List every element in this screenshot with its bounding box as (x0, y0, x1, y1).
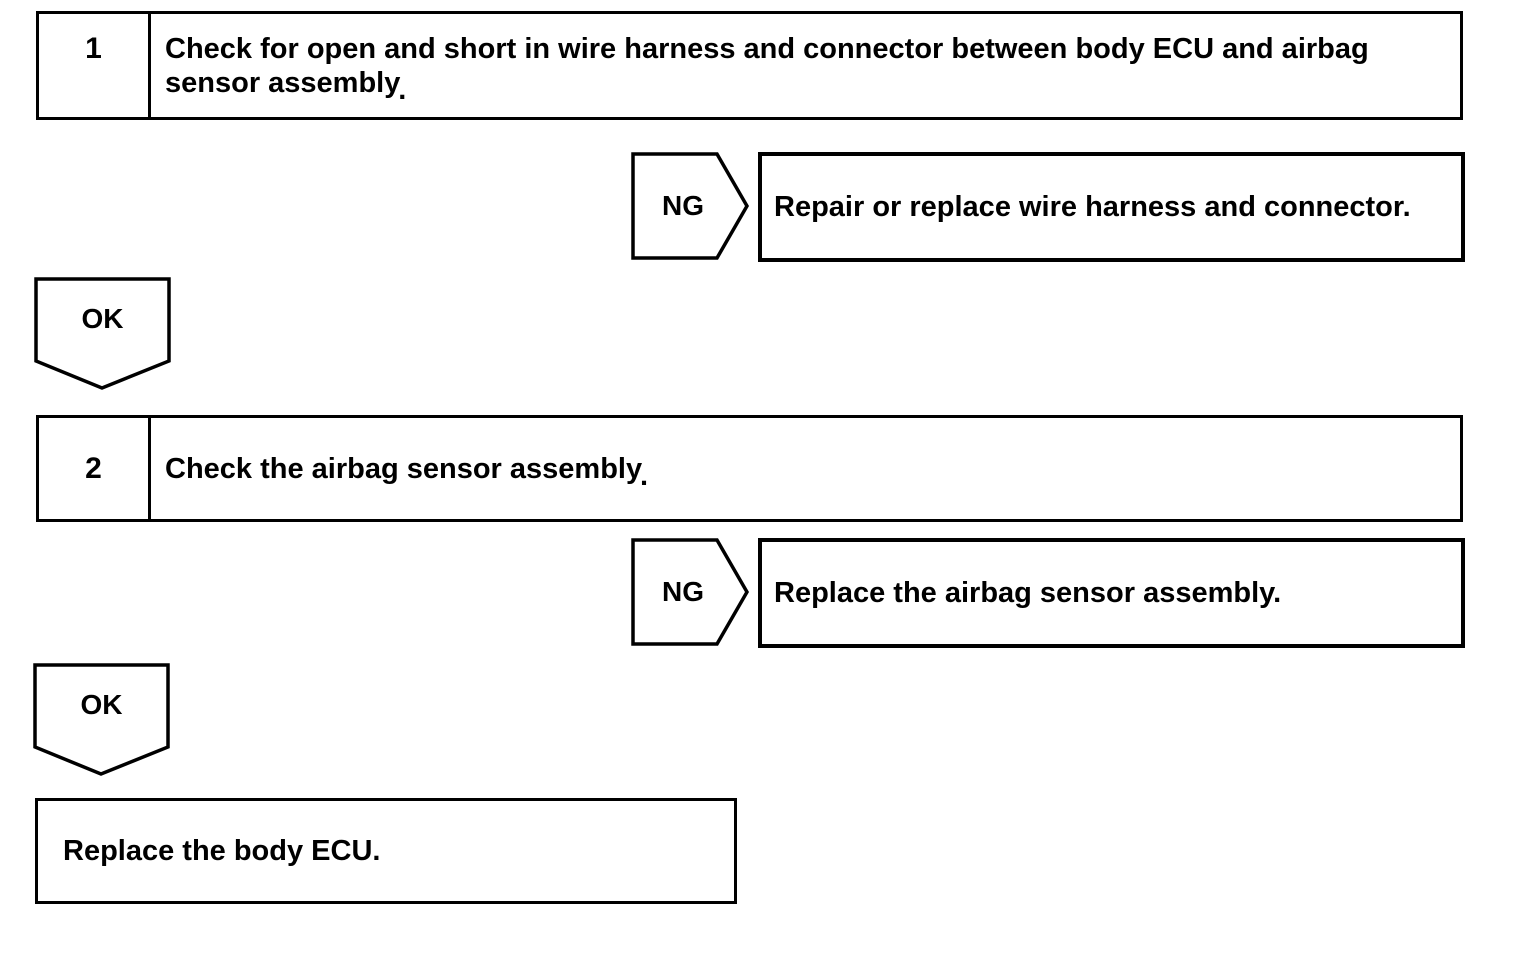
step-1-number-cell: 1 (39, 14, 151, 117)
step-2-instruction-text: Check the airbag sensor assembly (165, 452, 640, 485)
step-2-ng-result-box: Replace the airbag sensor assembly. (758, 538, 1465, 648)
step-2-number-cell: 2 (39, 418, 151, 519)
step-2-instruction-period: . (639, 459, 649, 492)
step-1-instruction-text: Check for open and short in wire harness… (165, 32, 1369, 99)
ok-down-pentagon-icon (33, 663, 170, 776)
step-2-box: 2 Check the airbag sensor assembly. (36, 415, 1463, 522)
step-1-ng-connector: NG (631, 152, 749, 260)
step-2-ng-connector: NG (631, 538, 749, 646)
final-action-box: Replace the body ECU. (35, 798, 737, 904)
step-1-ok-label: OK (81, 303, 124, 334)
ok-down-pentagon-icon (34, 277, 171, 390)
step-1-instruction: Check for open and short in wire harness… (165, 32, 1446, 106)
final-action-text: Replace the body ECU. (63, 834, 381, 867)
step-2-instruction-cell: Check the airbag sensor assembly. (151, 418, 1460, 519)
step-1-instruction-cell: Check for open and short in wire harness… (151, 14, 1460, 117)
step-2-ng-result-text: Replace the airbag sensor assembly. (774, 576, 1282, 609)
step-2-instruction: Check the airbag sensor assembly. (165, 452, 648, 492)
step-1-ng-label: NG (662, 190, 704, 221)
step-1-number: 1 (85, 31, 102, 65)
step-1-ng-result-box: Repair or replace wire harness and conne… (758, 152, 1465, 262)
step-1-box: 1 Check for open and short in wire harne… (36, 11, 1463, 120)
step-1-ok-connector: OK (34, 277, 171, 390)
step-2-ok-label: OK (80, 689, 123, 720)
step-2-number: 2 (85, 451, 102, 485)
step-1-ng-result-text: Repair or replace wire harness and conne… (774, 190, 1411, 223)
ng-arrow-pentagon-icon (631, 152, 749, 260)
step-2-ok-connector: OK (33, 663, 170, 776)
step-1-instruction-period: . (398, 73, 407, 106)
step-2-ng-label: NG (662, 576, 704, 607)
ng-arrow-pentagon-icon (631, 538, 749, 646)
